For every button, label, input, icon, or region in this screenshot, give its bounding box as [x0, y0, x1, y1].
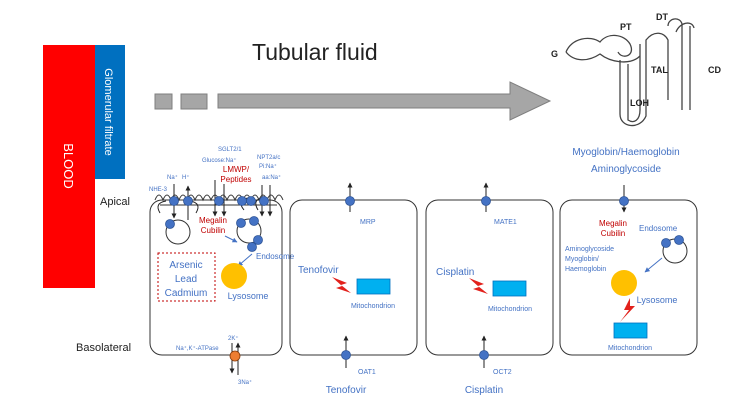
blood-label: BLOOD [61, 143, 76, 189]
vesicle-2 [236, 218, 262, 244]
mito-label-3: Mitochondrion [488, 306, 532, 313]
mito-label-4: Mitochondrion [608, 345, 652, 352]
sglt-label: SGLT2/1 [218, 147, 242, 153]
mate1-label: MATE1 [494, 219, 517, 226]
vesicle-1 [165, 219, 191, 245]
tenofovir-below: Tenofovir [326, 385, 367, 396]
lmwp-label-2: Peptides [220, 175, 251, 184]
nephron-g: G [551, 49, 558, 59]
transporter-nhe3-1 [169, 196, 179, 206]
metal-arsenic: Arsenic [169, 260, 202, 271]
mate1-transporter [481, 196, 491, 206]
lysosome-1 [221, 263, 247, 289]
endosome-to-lysosome-arrow-4 [644, 257, 663, 273]
cubilin-label-1: Cubilin [201, 226, 225, 235]
flow-arrow [217, 81, 552, 121]
flow-dash-1 [154, 93, 173, 110]
endosome-to-lysosome-arrow-1 [237, 253, 253, 267]
lmwp-label-1: LMWP/ [223, 165, 250, 174]
vesicle-1-dot [165, 219, 175, 229]
cargo-aminoglycoside: Aminoglycoside [565, 246, 614, 253]
mitochondrion-4 [613, 322, 648, 339]
atpase-pump [229, 350, 241, 362]
transporter-lmwp-2 [246, 196, 256, 206]
oct2-label: OCT2 [493, 369, 512, 376]
nhe3-label: NHE-3 [149, 187, 168, 193]
megalin-label-1: Megalin [199, 216, 227, 225]
vesicle-2-dot-a [236, 218, 246, 228]
na3-label: 3Na⁺ [238, 379, 252, 386]
blood-bar [43, 45, 95, 288]
tubular-fluid-title: Tubular fluid [252, 39, 378, 65]
npt-label-1: NPT2a/c [257, 155, 280, 161]
glucose-label: Glucose:Na⁺ [202, 157, 237, 164]
flow-dash-2 [180, 93, 208, 110]
mitochondrion-2 [356, 278, 391, 295]
myoglobin-above: Myoglobin/Haemoglobin [572, 147, 679, 158]
endosome-4-dot-a [661, 238, 671, 248]
endosome-1-dot-a [247, 242, 257, 252]
nephron-sketch [565, 18, 695, 127]
lysosome-4 [611, 270, 637, 296]
nephron-tal: TAL [651, 65, 668, 75]
npt-label-2: Pi:Na⁺ [259, 163, 277, 170]
megalin-transporter-4 [619, 196, 629, 206]
megalin-to-endosome-arrow [224, 235, 238, 243]
cisplatin-below: Cisplatin [465, 385, 503, 396]
oct2-transporter [479, 350, 489, 360]
cargo-myoglobin: Myoglobin/ [565, 256, 599, 263]
nephron-pt: PT [620, 22, 632, 32]
filtrate-label: Glomerular filtrate [102, 68, 114, 155]
h-label: H⁺ [182, 174, 190, 181]
basolateral-label: Basolateral [76, 342, 131, 354]
cisplatin-label: Cisplatin [436, 267, 474, 278]
megalin-label-4: Megalin [599, 219, 627, 228]
lightning-icon-3 [469, 278, 488, 294]
oat1-label: OAT1 [358, 369, 376, 376]
mito-label-2: Mitochondrion [351, 303, 395, 310]
nephron-cd: CD [708, 65, 721, 75]
mrp-label: MRP [360, 219, 376, 226]
endosome-1-dot-b [253, 235, 263, 245]
metals-box [157, 252, 216, 302]
endosome-label-1: Endosome [256, 252, 295, 261]
transporter-npt [259, 196, 269, 206]
endosome-4-dot-b [674, 235, 684, 245]
apical-label: Apical [100, 196, 130, 208]
na-label: Na⁺ [167, 174, 178, 181]
mitochondrion-3 [492, 280, 527, 297]
lightning-icon-2 [332, 277, 351, 293]
aminoglycoside-above: Aminoglycoside [591, 164, 661, 175]
lysosome-label-1: Lysosome [228, 291, 269, 301]
filtrate-bar [95, 45, 125, 179]
nephron-loh: LOH [630, 98, 649, 108]
endosome-label-4: Endosome [639, 224, 678, 233]
nephron-dt: DT [656, 12, 668, 22]
cubilin-label-4: Cubilin [601, 229, 625, 238]
lysosome-label-4: Lysosome [637, 295, 678, 305]
vesicle-2-dot-b [249, 216, 259, 226]
mrp-transporter [345, 196, 355, 206]
aa-label: aa:Na⁺ [262, 174, 281, 181]
k-label: 2K⁺ [228, 335, 239, 342]
metal-cadmium: Cadmium [165, 288, 208, 299]
cell-2 [289, 199, 418, 356]
lightning-icon-4 [620, 298, 635, 322]
tenofovir-label: Tenofovir [298, 265, 339, 276]
oat1-transporter [341, 350, 351, 360]
cargo-haemoglobin: Haemoglobin [565, 266, 606, 273]
metal-lead: Lead [175, 274, 197, 285]
transporter-nhe3-2 [183, 196, 193, 206]
transporter-lmwp-1 [237, 196, 247, 206]
atpase-label: Na⁺,K⁺-ATPase [176, 345, 219, 352]
transporter-sglt [214, 196, 224, 206]
